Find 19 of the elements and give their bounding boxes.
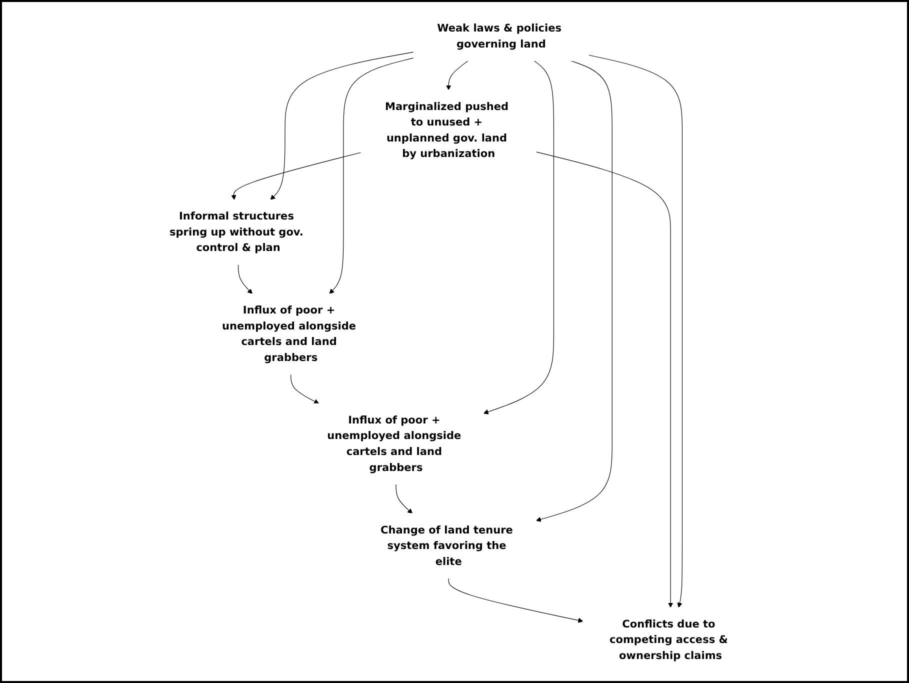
- node-text: Conflicts due to competing access & ownership claims: [610, 617, 728, 662]
- arrow: [536, 151, 674, 608]
- node-text: Informal structures spring up without gov. control & plan: [170, 210, 304, 254]
- arrow: [483, 60, 554, 414]
- arrow: [536, 60, 612, 522]
- node-text: Influx of poor + unemployed alongside cartels and land grabbers: [327, 414, 462, 474]
- node-text: Weak laws & policies governing land: [437, 22, 562, 50]
- arrow: [329, 57, 414, 294]
- node-text: Change of land tenure system favoring the elite: [380, 523, 514, 568]
- arrow: [588, 54, 683, 608]
- arrow: [270, 51, 414, 200]
- node-text: Marginalized pushed to unused + unplanned gov. land by urbanization: [385, 100, 509, 160]
- arrow: [448, 577, 584, 622]
- arrow: [231, 152, 362, 200]
- arrow: [396, 483, 413, 514]
- arrow: [290, 374, 320, 404]
- arrow: [446, 60, 469, 90]
- arrow: [238, 264, 253, 294]
- node-text: Influx of poor + unemployed alongside cartels and land grabbers: [222, 304, 356, 364]
